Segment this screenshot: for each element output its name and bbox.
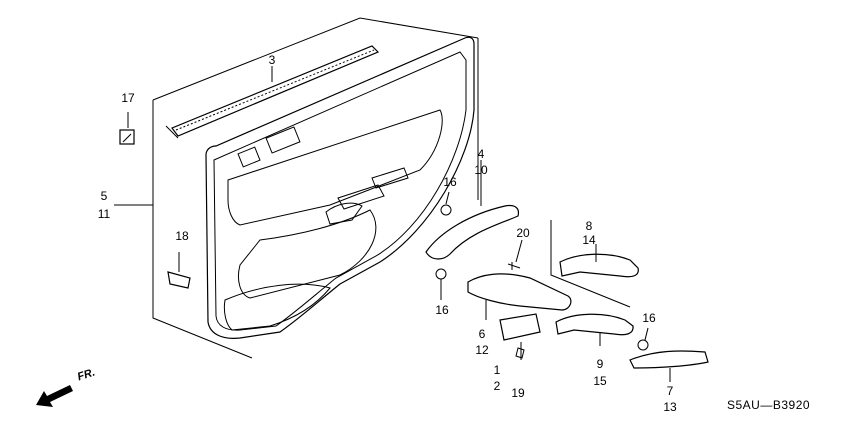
screw-19 — [515, 347, 525, 359]
callout-14: 14 — [582, 233, 596, 247]
callout-10: 10 — [474, 163, 488, 177]
callout-4: 4 — [477, 147, 485, 161]
door-trim-upper — [227, 109, 443, 226]
callout-5: 5 — [100, 189, 108, 203]
callout-11: 11 — [97, 207, 111, 221]
callout-15: 15 — [593, 374, 607, 388]
panel-handle-recess — [265, 126, 301, 154]
door-trim-pocket — [237, 209, 377, 299]
callout-2: 2 — [493, 379, 501, 393]
clip-16-middle — [435, 268, 447, 280]
callout-16-middle: 16 — [435, 303, 449, 317]
door-lower-pocket — [223, 283, 331, 331]
pull-pocket — [425, 204, 520, 260]
diagram-code: S5AU—B3920 — [727, 398, 811, 412]
handle-bezel-front — [555, 313, 634, 336]
callout-20: 20 — [516, 226, 530, 240]
front-direction-arrow — [36, 385, 73, 407]
callout-1: 1 — [493, 363, 501, 377]
callout-9: 9 — [596, 357, 604, 371]
callout-3: 3 — [268, 53, 276, 67]
bracket-box-frame — [550, 220, 631, 308]
callout-19: 19 — [511, 386, 525, 400]
callout-12: 12 — [475, 343, 489, 357]
callout-18: 18 — [175, 229, 189, 243]
assembly-frame — [152, 17, 479, 359]
callout-8: 8 — [585, 219, 593, 233]
callout-6: 6 — [478, 327, 486, 341]
screw-20 — [507, 262, 521, 270]
clip-18 — [167, 271, 191, 289]
callout-13: 13 — [663, 400, 677, 414]
callout-16-upper: 16 — [443, 175, 457, 189]
callout-16-lower: 16 — [642, 311, 656, 325]
clip-16-upper — [440, 204, 452, 216]
clip-16-lower — [637, 339, 649, 351]
panel-switch-recess-2 — [371, 167, 409, 189]
callout-7: 7 — [666, 384, 674, 398]
panel-armrest-grip — [325, 202, 363, 225]
clip-17 — [119, 129, 135, 145]
weatherstrip — [171, 45, 380, 137]
panel-switch-recess — [337, 184, 385, 210]
panel-lock-recess — [237, 146, 261, 168]
handle-bezel-rear — [559, 253, 639, 278]
handle-bracket — [467, 273, 572, 311]
door-panel-inner-edge — [213, 51, 467, 331]
callout-17: 17 — [121, 91, 135, 105]
lower-trim — [629, 350, 709, 369]
door-panel — [205, 36, 475, 339]
inside-handle — [499, 313, 541, 341]
